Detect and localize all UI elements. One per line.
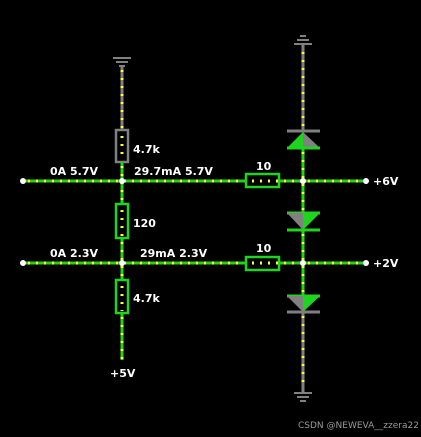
label-r-top: 4.7k — [133, 143, 160, 156]
resistor-h2[interactable] — [244, 255, 281, 272]
resistor-bottom[interactable] — [114, 278, 130, 315]
row-2-wire — [20, 255, 369, 272]
watermark: CSDN @NEWEVA__zzera22 — [298, 421, 419, 431]
label-r-h1: 10 — [256, 160, 272, 173]
label-voltage-right-2: +2V — [373, 257, 399, 270]
ground-icon-top-left — [113, 57, 131, 67]
right-branch — [287, 35, 320, 402]
row-1-wire — [20, 172, 369, 189]
label-voltage-bottom: +5V — [110, 367, 136, 380]
label-row1-mid: 29.7mA 5.7V — [134, 165, 213, 178]
ground-icon-bottom-right — [294, 392, 312, 402]
label-r-mid: 120 — [133, 217, 156, 230]
label-row1-left: 0A 5.7V — [50, 165, 98, 178]
label-r-bottom: 4.7k — [133, 292, 160, 305]
label-r-h2: 10 — [256, 242, 272, 255]
left-branch — [113, 57, 131, 360]
label-voltage-right-1: +6V — [373, 175, 399, 188]
resistor-mid[interactable] — [114, 202, 130, 240]
diode-2[interactable] — [287, 211, 320, 232]
ground-icon-top-right — [294, 35, 312, 45]
resistor-h1[interactable] — [244, 172, 281, 189]
label-row2-mid: 29mA 2.3V — [140, 247, 208, 260]
diode-1[interactable] — [287, 129, 320, 150]
diode-3[interactable] — [287, 294, 320, 314]
label-row2-left: 0A 2.3V — [50, 247, 98, 260]
